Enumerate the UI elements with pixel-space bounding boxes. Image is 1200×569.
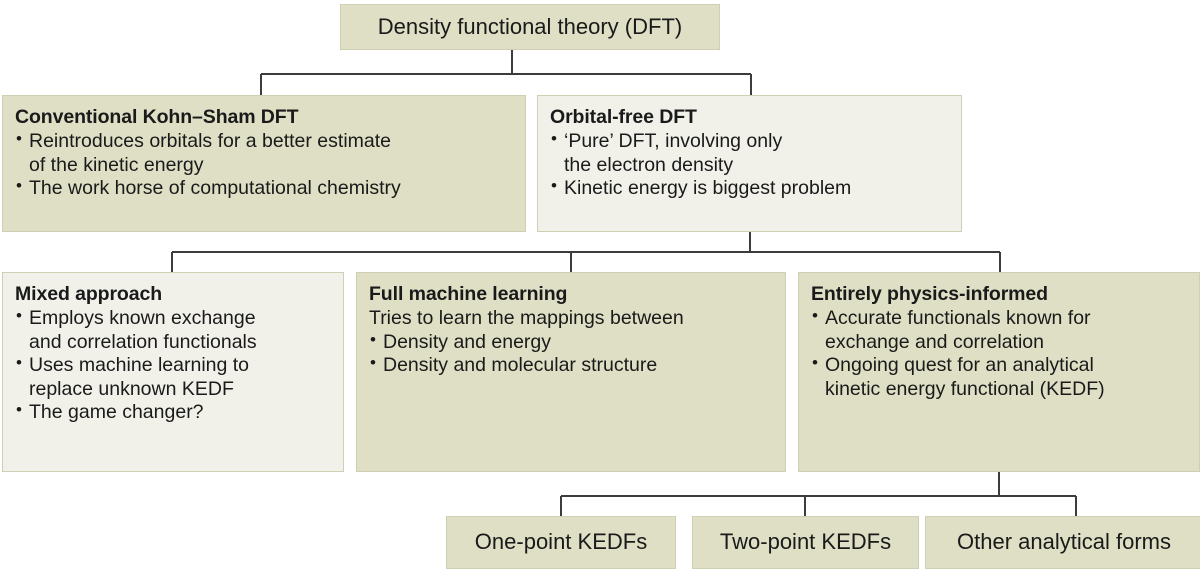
node-physics-bullets: Accurate functionals known for exchange … [811,306,1187,401]
node-kohn-sham-bullets: Reintroduces orbitals for a better estim… [15,129,513,200]
list-item: The game changer? [15,400,331,424]
node-kohn-sham-title: Conventional Kohn–Sham DFT [15,106,299,128]
node-mixed-approach[interactable]: Mixed approach Employs known exchange an… [2,272,344,472]
node-orbital-free-bullets: ‘Pure’ DFT, involving only the electron … [550,129,949,200]
list-item: The work horse of computational chemistr… [15,176,513,200]
node-full-machine-learning[interactable]: Full machine learning Tries to learn the… [356,272,786,472]
node-one-point-kedfs[interactable]: One-point KEDFs [446,516,676,569]
list-item: Density and molecular structure [369,353,773,377]
node-density-functional-theory[interactable]: Density functional theory (DFT) [340,4,720,50]
node-entirely-physics-informed[interactable]: Entirely physics-informed Accurate funct… [798,272,1200,472]
node-mixed-bullets: Employs known exchange and correlation f… [15,306,331,424]
list-item: Employs known exchange and correlation f… [15,306,331,354]
node-orbital-free-dft[interactable]: Orbital-free DFT ‘Pure’ DFT, involving o… [537,95,962,232]
node-full-ml-bullets: Density and energy Density and molecular… [369,330,773,378]
node-other-forms-label: Other analytical forms [957,529,1171,555]
node-full-ml-lead: Tries to learn the mappings between [369,307,684,330]
list-item: ‘Pure’ DFT, involving only the electron … [550,129,949,177]
list-item: Kinetic energy is biggest problem [550,176,949,200]
list-item: Uses machine learning to replace unknown… [15,353,331,401]
node-mixed-title: Mixed approach [15,283,163,305]
node-conventional-kohn-sham-dft[interactable]: Conventional Kohn–Sham DFT Reintroduces … [2,95,526,232]
node-full-ml-title: Full machine learning [369,283,568,305]
list-item: Density and energy [369,330,773,354]
list-item: Reintroduces orbitals for a better estim… [15,129,513,177]
node-orbital-free-title: Orbital-free DFT [550,106,697,128]
node-root-label: Density functional theory (DFT) [377,13,683,39]
node-one-point-label: One-point KEDFs [474,529,648,555]
list-item: Ongoing quest for an analytical kinetic … [811,353,1187,401]
node-physics-title: Entirely physics-informed [811,283,1048,305]
node-two-point-label: Two-point KEDFs [719,529,892,555]
node-two-point-kedfs[interactable]: Two-point KEDFs [692,516,919,569]
node-other-analytical-forms[interactable]: Other analytical forms [925,516,1200,569]
list-item: Accurate functionals known for exchange … [811,306,1187,354]
